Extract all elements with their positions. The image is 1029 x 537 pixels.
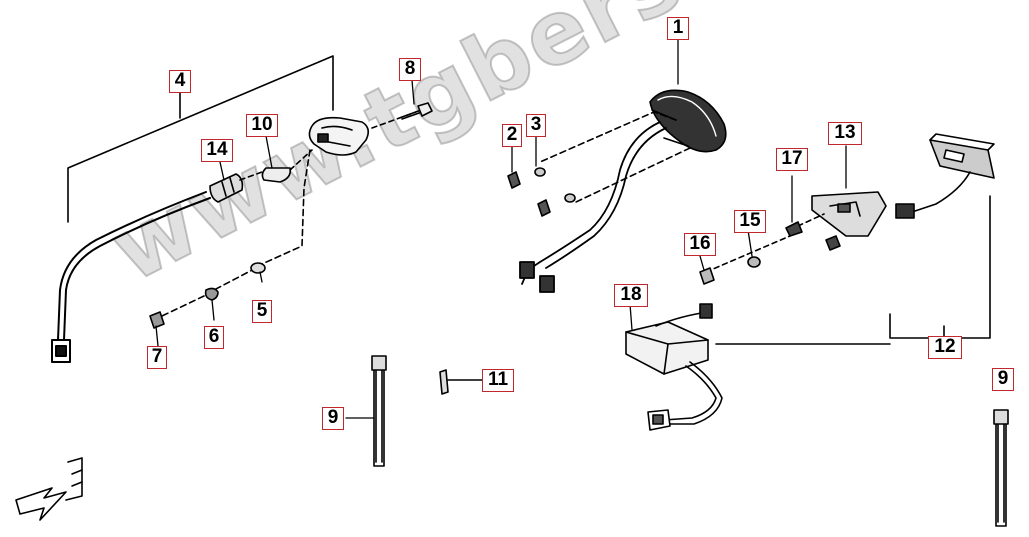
callout-18: 18	[614, 284, 648, 307]
callout-3: 3	[526, 114, 546, 137]
callout-12: 12	[928, 336, 962, 359]
screw-8	[371, 102, 433, 129]
harness-1	[519, 121, 667, 293]
washer-15-nut-16	[699, 235, 791, 285]
callout-7: 7	[147, 346, 167, 369]
cable-tie-9-right	[993, 409, 1009, 527]
socket-14	[209, 171, 263, 203]
callout-5: 5	[252, 300, 272, 323]
callout-16: 16	[684, 233, 716, 256]
group-4-bracket	[67, 55, 334, 223]
lamp-bracket-13	[785, 191, 887, 251]
callout-9-center: 9	[322, 407, 344, 430]
callout-17: 17	[776, 148, 808, 171]
callout-4: 4	[169, 70, 191, 93]
callout-8: 8	[399, 58, 421, 81]
cable-tie-9-center	[371, 355, 387, 467]
callout-9-right: 9	[992, 368, 1014, 391]
module-18	[625, 303, 723, 431]
callout-11: 11	[482, 369, 514, 392]
callout-2: 2	[502, 124, 522, 147]
direction-arrow-icon	[15, 457, 83, 521]
callout-13: 13	[828, 122, 862, 145]
callout-14: 14	[201, 139, 233, 162]
callout-6: 6	[204, 326, 224, 349]
tail-lamp-1	[539, 89, 727, 203]
plate-lamp-housing	[308, 116, 370, 156]
fastener-axis	[149, 149, 311, 329]
bulb-10	[261, 149, 313, 183]
callout-15: 15	[734, 210, 766, 233]
nut-2-washer-3	[507, 167, 576, 217]
callout-1: 1	[667, 17, 689, 40]
lamp-unit-13	[895, 133, 995, 219]
callout-leaders	[155, 37, 847, 419]
callout-10: 10	[246, 114, 278, 137]
pin-11	[439, 369, 485, 395]
cable-14	[51, 191, 211, 363]
